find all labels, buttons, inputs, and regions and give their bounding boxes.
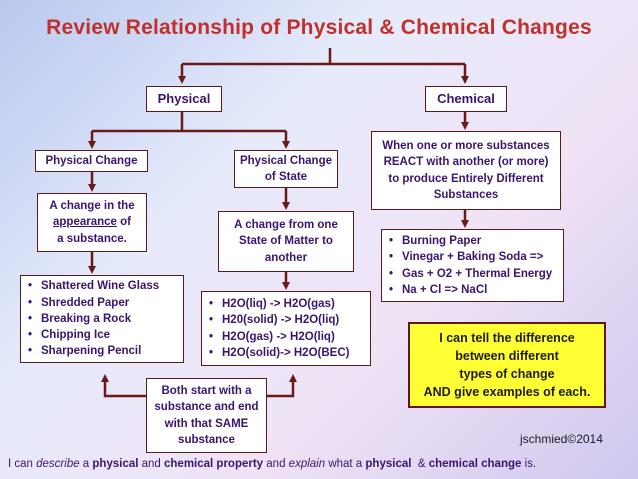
bullet: •	[209, 346, 214, 359]
appearance-definition-line-1: A change in the	[49, 200, 135, 212]
goal-line-4: AND give examples of each.	[423, 385, 591, 400]
state-examples-list: • H2O(liq) -> H2O(gas) • H20(solid) -> H2O…	[206, 296, 366, 361]
bullet: •	[389, 267, 394, 280]
chemical-examples-list: • Burning Paper • Vinegar + Baking Soda =>…	[386, 233, 559, 298]
physical-box: Physical	[146, 86, 222, 112]
physical-example: Breaking a Rock	[41, 312, 132, 325]
objective-statement: I can describe a physical and chemical p…	[8, 458, 630, 470]
bullet: •	[209, 314, 214, 327]
state-definition-box: A change from one State of Matter to ano…	[218, 211, 354, 272]
chemical-definition-line-1: When one or more substances	[382, 139, 550, 152]
state-definition-line-2: State of Matter to	[239, 235, 333, 248]
arrow-both-to-physical-examples	[101, 374, 148, 398]
objective-part: and	[138, 458, 165, 470]
both-note-line-2: substance and end	[154, 401, 259, 414]
chemical-definition-box: When one or more substances REACT with a…	[371, 131, 561, 210]
connector-title-split	[182, 48, 465, 66]
physical-example: Shredded Paper	[41, 296, 130, 309]
bullet: •	[209, 297, 214, 310]
list-item: • H2O(solid)-> H2O(BEC)	[206, 345, 366, 361]
objective-part: physical	[365, 458, 412, 470]
list-item: • H2O(liq) -> H2O(gas)	[206, 296, 366, 312]
physical-examples-list: • Shattered Wine Glass • Shredded Paper • B…	[25, 278, 179, 360]
physical-examples-box: • Shattered Wine Glass • Shredded Paper • B…	[20, 275, 184, 363]
chemical-box: Chemical	[425, 86, 507, 112]
chemical-examples-box: • Burning Paper • Vinegar + Baking Soda =>…	[381, 229, 564, 302]
both-note-line-4: substance	[178, 433, 235, 446]
objective-part: chemical change	[428, 458, 522, 470]
list-item: • Chipping Ice	[25, 327, 179, 343]
bullet: •	[209, 330, 214, 343]
bullet: •	[28, 296, 33, 309]
appearance-definition-line-3: a substance.	[57, 232, 127, 245]
list-item: • H2O(gas) -> H2O(liq)	[206, 329, 366, 345]
appearance-word: appearance	[53, 216, 117, 229]
physical-change-box: Physical Change	[35, 150, 148, 172]
bullet: •	[28, 280, 33, 293]
physical-change-label: Physical Change	[45, 154, 138, 167]
connector-physical-split	[92, 112, 286, 133]
bullet: •	[28, 329, 33, 342]
bullet: •	[389, 251, 394, 264]
state-definition-line-1: A change from one	[234, 219, 338, 231]
both-note-line-3: with that SAME	[164, 417, 249, 430]
physical-change-state-box: Physical Change of State	[234, 150, 338, 188]
objective-part: describe	[36, 458, 80, 470]
objective-part: a	[79, 458, 93, 470]
appearance-after: of	[116, 216, 131, 229]
chemical-definition-line-2: REACT with another (or more)	[383, 156, 549, 169]
appearance-definition-line-2: appearance of	[53, 214, 131, 230]
objective-part: what a	[325, 458, 366, 470]
objective-part: I can	[8, 458, 37, 470]
list-item: • Burning Paper	[386, 233, 559, 249]
learning-goal-box: I can tell the difference between differ…	[408, 322, 606, 408]
appearance-definition-box: A change in the appearance of a substanc…	[37, 193, 147, 252]
goal-line-3: types of change	[459, 367, 555, 381]
goal-line-2: between different	[455, 348, 559, 363]
chemical-definition-line-3: to produce Entirely Different	[388, 172, 544, 185]
objective-part: explain	[288, 458, 326, 470]
goal-line-1: I can tell the difference	[439, 330, 575, 345]
physical-change-state-line-1: Physical Change	[239, 154, 333, 167]
state-example: H2O(solid)-> H2O(BEC)	[222, 346, 350, 359]
chemical-example: Burning Paper	[402, 234, 482, 247]
list-item: • Gas + O2 + Thermal Energy	[386, 266, 559, 282]
state-example: H2O(liq) -> H2O(gas)	[222, 297, 335, 310]
bullet: •	[28, 312, 33, 325]
chemical-definition-line-4: Substances	[433, 188, 499, 201]
list-item: • Shattered Wine Glass	[25, 278, 179, 294]
objective-part: and	[263, 458, 289, 470]
list-item: • Sharpening Pencil	[25, 343, 179, 359]
list-item: • Breaking a Rock	[25, 311, 179, 327]
both-note-line-1: Both start with a	[161, 384, 252, 397]
physical-change-state-line-2: of State	[264, 171, 308, 183]
bullet: •	[389, 283, 394, 296]
list-item: • H20(solid) -> H2O(liq)	[206, 312, 366, 328]
objective-part: physical	[92, 458, 139, 470]
list-item: • Shredded Paper	[25, 295, 179, 311]
page-title: Review Relationship of Physical & Chemic…	[46, 16, 592, 39]
list-item: • Na + Cl => NaCl	[386, 282, 559, 298]
chemical-example: Gas + O2 + Thermal Energy	[402, 267, 553, 280]
author-credit: jschmied©2014	[520, 432, 603, 446]
physical-example: Chipping Ice	[41, 329, 110, 342]
chemical-example: Vinegar + Baking Soda =>	[402, 251, 544, 264]
state-definition-line-3: another	[264, 251, 308, 264]
chemical-example: Na + Cl => NaCl	[402, 283, 488, 296]
bullet: •	[389, 234, 394, 247]
chemical-label: Chemical	[437, 90, 495, 106]
objective-part: &	[411, 458, 429, 470]
objective-part: is.	[521, 458, 537, 470]
arrow-both-to-state-examples	[264, 374, 297, 398]
both-note-box: Both start with a substance and end with…	[146, 378, 267, 453]
physical-label: Physical	[157, 90, 211, 106]
bullet: •	[28, 345, 33, 358]
state-examples-box: • H2O(liq) -> H2O(gas) • H20(solid) -> H2O…	[201, 291, 371, 366]
state-example: H2O(gas) -> H2O(liq)	[222, 330, 335, 343]
list-item: • Vinegar + Baking Soda =>	[386, 249, 559, 265]
objective-part: chemical property	[164, 458, 264, 470]
state-example: H20(solid) -> H2O(liq)	[222, 314, 340, 327]
physical-example: Sharpening Pencil	[41, 345, 142, 358]
physical-example: Shattered Wine Glass	[41, 280, 160, 293]
